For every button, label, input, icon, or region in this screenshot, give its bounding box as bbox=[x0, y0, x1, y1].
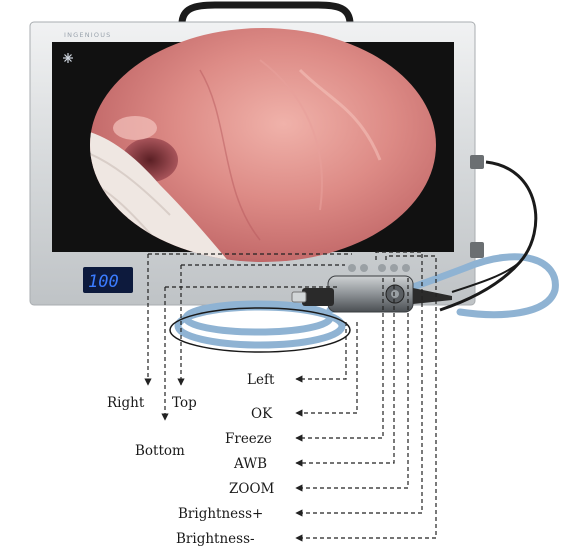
label-freeze: Freeze bbox=[225, 431, 272, 447]
label-zoom: ZOOM bbox=[229, 481, 275, 497]
camera-button-5[interactable] bbox=[402, 264, 410, 272]
label-brightness-minus: Brightness- bbox=[176, 531, 255, 547]
side-port-top bbox=[470, 155, 484, 169]
label-brightness-plus: Brightness+ bbox=[178, 506, 263, 522]
label-ok: OK bbox=[251, 406, 273, 422]
label-awb: AWB bbox=[233, 456, 267, 472]
label-bottom: Bottom bbox=[135, 443, 185, 459]
display-value: 100 bbox=[88, 272, 119, 292]
label-right: Right bbox=[107, 395, 145, 411]
side-port-bottom bbox=[470, 242, 484, 258]
camera-button-1[interactable] bbox=[348, 264, 356, 272]
carry-handle bbox=[182, 5, 350, 24]
camera-button-4[interactable] bbox=[390, 264, 398, 272]
snowflake-icon bbox=[63, 53, 73, 63]
camera-button-3[interactable] bbox=[378, 264, 386, 272]
brand-label: INGENIOUS bbox=[64, 31, 112, 39]
label-left: Left bbox=[247, 372, 275, 388]
camera-button-2[interactable] bbox=[360, 264, 368, 272]
label-top: Top bbox=[172, 395, 197, 411]
